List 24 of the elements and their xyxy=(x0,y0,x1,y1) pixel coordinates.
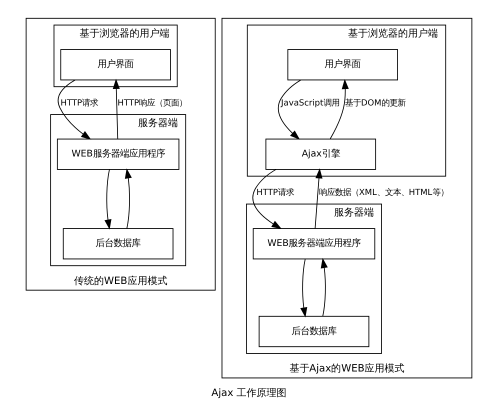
edge-label: HTTP响应（页面） xyxy=(118,97,188,108)
caption: Ajax 工作原理图 xyxy=(211,388,287,400)
arrow xyxy=(252,169,282,230)
node-box: 用户界面 xyxy=(287,49,398,80)
arrow xyxy=(300,258,308,318)
node-box: 用户界面 xyxy=(60,49,171,80)
edge-label: 基于DOM的更新 xyxy=(344,97,406,108)
node-box: WEB服务器端应用程序 xyxy=(56,138,180,170)
arrow xyxy=(112,78,120,140)
edge-label: HTTP请求 xyxy=(256,186,294,197)
arrow xyxy=(58,80,92,140)
arrow xyxy=(278,80,302,140)
arrow xyxy=(124,168,132,229)
arrow xyxy=(104,169,112,230)
node-box: Ajax引擎 xyxy=(265,138,376,170)
node-box: 后台数据库 xyxy=(62,228,174,260)
node-box: 后台数据库 xyxy=(258,316,370,348)
edge-label: JavaScript调用 xyxy=(281,97,340,108)
node-box: WEB服务器端应用程序 xyxy=(252,228,376,260)
arrow xyxy=(330,78,349,140)
edge-label: 响应数据（XML、文本、HTML等） xyxy=(319,186,448,197)
arrow xyxy=(320,258,328,317)
edge-label: HTTP请求 xyxy=(60,97,98,108)
arrow xyxy=(314,168,322,229)
